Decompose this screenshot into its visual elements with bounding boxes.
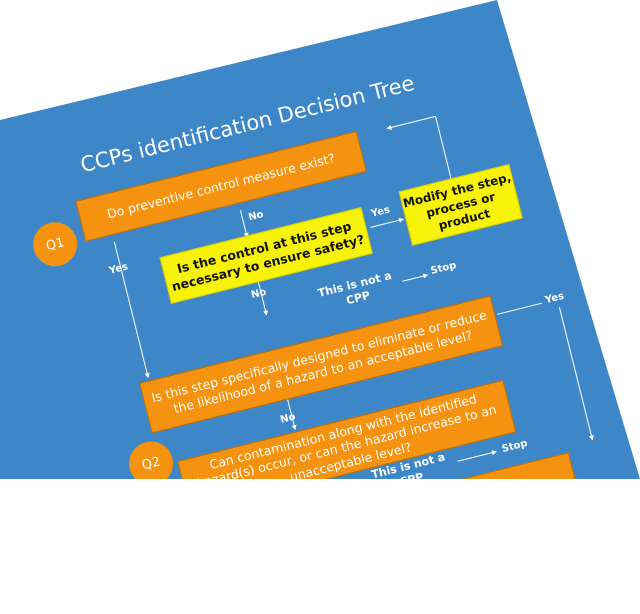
- q2-no-arrow: [286, 398, 297, 431]
- q3-no-arrow: [308, 482, 315, 509]
- q3-badge: Q3: [151, 525, 204, 578]
- control-no-arrow: [257, 282, 268, 316]
- stop-arrow-1: [402, 273, 429, 282]
- q2-yes-arrow: [497, 302, 543, 315]
- stop-label-2: Stop: [500, 438, 529, 456]
- decision-tree-board: CCPs identification Decision Tree Q1 Do …: [0, 0, 640, 479]
- q1-no-arrow: [239, 210, 249, 239]
- connector-lines: [113, 115, 594, 509]
- modify-loop-arrow: [386, 115, 453, 185]
- stop-arrow-2: [457, 450, 497, 462]
- q3-no-label: No: [301, 502, 320, 517]
- decision-tree: CCPs identification Decision Tree Q1 Do …: [28, 71, 594, 517]
- control-yes-arrow: [370, 217, 404, 228]
- q2-yes-down: [558, 306, 594, 441]
- q1-yes-arrow: [113, 241, 150, 379]
